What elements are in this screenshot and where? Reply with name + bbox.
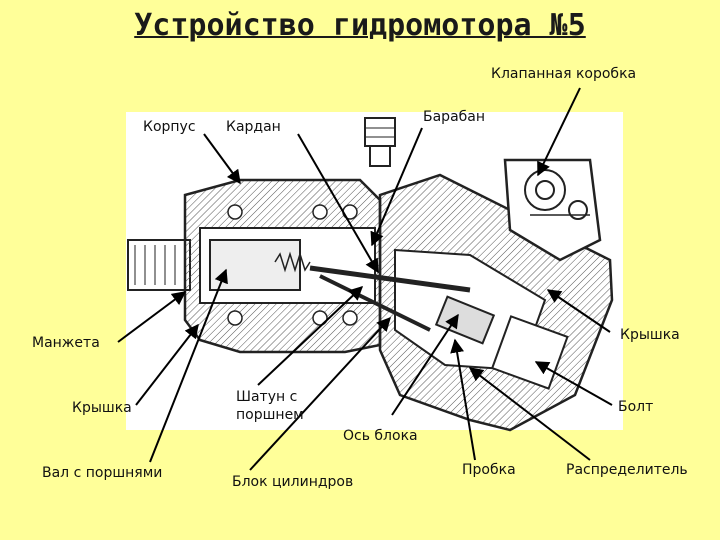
bearings xyxy=(227,204,358,326)
leader-bolt xyxy=(534,361,613,406)
page-title: Устройство гидромотора №5 xyxy=(134,8,586,43)
label-shaft-pistons: Вал с поршнями xyxy=(42,465,163,481)
leader-lines xyxy=(117,87,613,471)
label-cylinder-block: Блок цилиндров xyxy=(232,474,354,490)
leader-cylinder-block xyxy=(249,316,391,471)
leader-valve-box xyxy=(537,87,581,177)
leader-shaft-pistons xyxy=(149,268,228,463)
label-plug: Пробка xyxy=(462,462,516,478)
label-cardan: Кардан xyxy=(226,119,281,135)
leader-plug xyxy=(450,338,476,461)
leader-cuff xyxy=(117,291,187,343)
leader-cover-right xyxy=(546,289,611,333)
label-cover-left: Крышка xyxy=(72,400,132,416)
leader-distributor xyxy=(468,367,591,461)
piston xyxy=(434,295,496,345)
label-housing: Корпус xyxy=(143,119,196,135)
label-block-axis: Ось блока xyxy=(343,428,418,444)
leader-housing xyxy=(203,133,241,185)
piston-rod-1 xyxy=(309,265,471,293)
leader-block-axis xyxy=(391,313,459,416)
label-bolt: Болт xyxy=(618,399,654,415)
center-spring xyxy=(274,251,311,273)
label-cover-right: Крышка xyxy=(620,327,680,343)
label-rod-piston: Шатун с поршнем xyxy=(236,389,304,423)
label-distributor: Распределитель xyxy=(566,462,688,478)
piston-rod-2 xyxy=(319,274,431,332)
leader-rod-piston xyxy=(257,286,364,386)
output-shaft xyxy=(127,239,191,291)
label-cuff: Манжета xyxy=(32,335,100,351)
leader-cover-left xyxy=(135,323,199,406)
leader-cardan xyxy=(297,133,379,274)
top-fitting xyxy=(364,117,396,147)
label-valve-box: Клапанная коробка xyxy=(491,66,637,82)
leader-drum xyxy=(370,127,423,247)
label-drum: Барабан xyxy=(423,109,486,125)
motor-drawing xyxy=(127,117,614,432)
